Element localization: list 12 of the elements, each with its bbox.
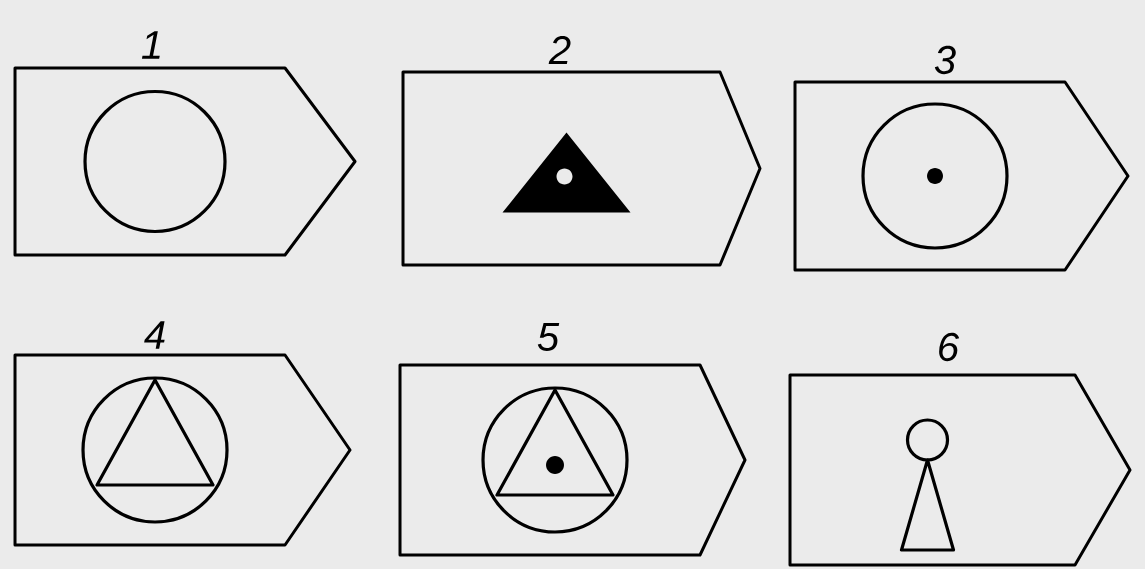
tag-drawing: 1 [13,31,357,257]
node-label: 5 [537,323,560,351]
tag-drawing: 6 [788,332,1132,567]
node-label: 1 [141,31,160,59]
tag-drawing: 5 [398,323,747,557]
node-label: 2 [548,36,571,64]
node-label: 6 [939,332,960,362]
node-label: 3 [934,45,956,75]
node-label: 4 [144,321,165,349]
tag-drawing: 3 [793,45,1130,272]
tag-drawing: 4 [13,321,352,547]
tag-drawing: 2 [401,36,762,267]
